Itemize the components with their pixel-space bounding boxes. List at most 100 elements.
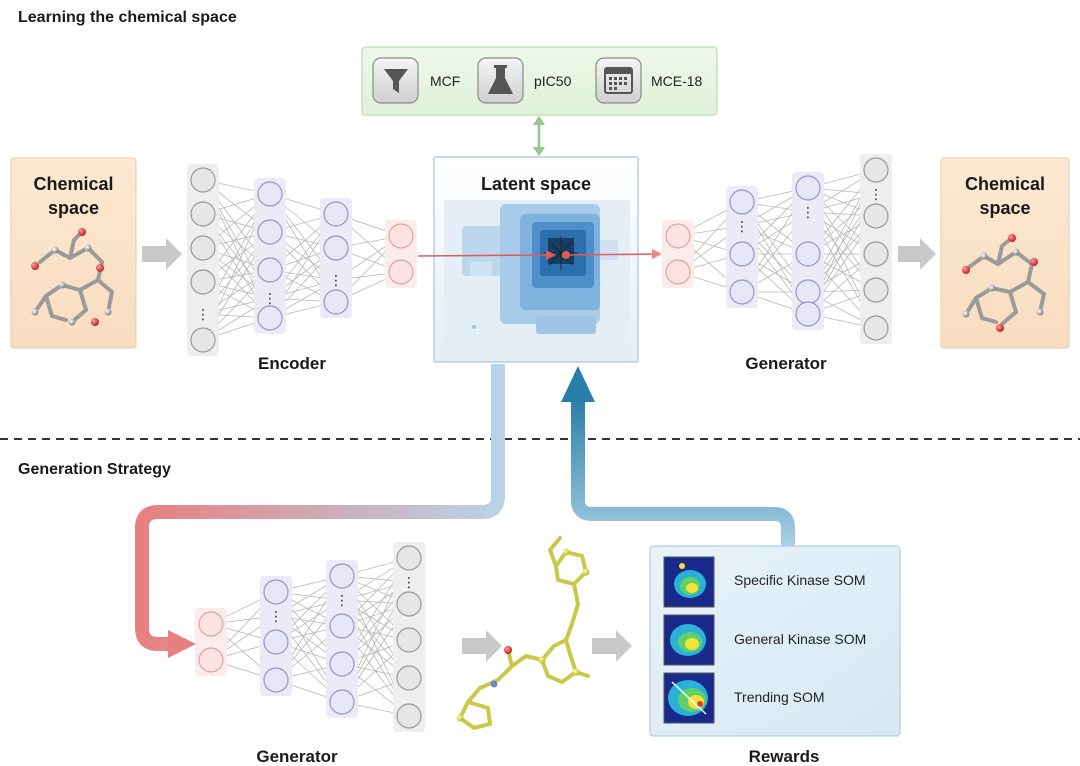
encoder-layer-bands bbox=[187, 164, 417, 356]
chemical-space-output-title-line2: space bbox=[979, 198, 1030, 218]
molecule-image bbox=[31, 228, 115, 326]
funnel-icon bbox=[384, 69, 408, 93]
chemical-space-output: Chemical space bbox=[940, 157, 1070, 349]
property-box: MCF pIC50 MCE-18 bbox=[361, 46, 718, 116]
generation-loop-pipes bbox=[135, 364, 795, 658]
property-item-mcf: MCF bbox=[372, 57, 460, 104]
generator-bottom-label: Generator bbox=[256, 747, 338, 766]
reward-label-specific-kinase: Specific Kinase SOM bbox=[734, 572, 866, 588]
encoder-node bbox=[190, 235, 216, 261]
som-map-trending bbox=[663, 672, 715, 724]
generator-bottom-node bbox=[396, 591, 422, 617]
property-label-mcf: MCF bbox=[430, 73, 460, 89]
generator-bottom-node bbox=[329, 563, 355, 589]
reward-item-specific-kinase: Specific Kinase SOM bbox=[663, 556, 866, 608]
generator-bottom-node bbox=[329, 689, 355, 715]
encoding-vector-arrow bbox=[417, 254, 549, 257]
chemical-space-output-title-line1: Chemical bbox=[965, 174, 1045, 194]
rewards-label: Rewards bbox=[749, 747, 820, 766]
generator-top-node bbox=[729, 241, 755, 267]
property-label-mce18: MCE-18 bbox=[651, 73, 703, 89]
encoder-node bbox=[323, 289, 349, 315]
encoder-node bbox=[257, 305, 283, 331]
encoder-node bbox=[190, 167, 216, 193]
encoder-node bbox=[190, 201, 216, 227]
generator-bottom-node bbox=[263, 667, 289, 693]
encoder-node bbox=[257, 219, 283, 245]
generated-molecule-image bbox=[456, 536, 590, 731]
som-map-general bbox=[663, 614, 715, 666]
generator-top-node bbox=[795, 241, 821, 267]
encoder-node bbox=[388, 223, 414, 249]
generator-bottom-node bbox=[396, 665, 422, 691]
property-item-mce18: MCE-18 bbox=[595, 57, 703, 104]
pipe-latent-to-generator bbox=[135, 364, 505, 651]
som-map-specific bbox=[663, 556, 715, 608]
generator-top-node bbox=[863, 241, 889, 267]
property-latent-link bbox=[533, 116, 545, 156]
generator-bottom-node bbox=[396, 627, 422, 653]
encoder-node bbox=[257, 257, 283, 283]
latent-density-map bbox=[444, 200, 630, 352]
generator-bottom-ellipsis: ⋮ bbox=[269, 609, 283, 625]
generator-bottom-node bbox=[198, 611, 224, 637]
reward-item-trending: Trending SOM bbox=[663, 672, 825, 724]
generator-bottom-ellipsis: ⋮ bbox=[335, 593, 349, 609]
pipe-arrowhead-latent bbox=[561, 366, 595, 402]
generator-top-node bbox=[665, 223, 691, 249]
property-item-pic50: pIC50 bbox=[477, 57, 572, 104]
generator-top-node bbox=[795, 175, 821, 201]
generator-top-node bbox=[863, 157, 889, 183]
generator-bottom-node bbox=[263, 579, 289, 605]
arrow-input-to-encoder bbox=[142, 238, 182, 270]
rewards-box: Specific Kinase SOM General Kinase SOM T… bbox=[649, 545, 901, 737]
section-title-learning: Learning the chemical space bbox=[18, 9, 237, 26]
encoder-ellipsis: ⋮ bbox=[263, 291, 277, 307]
encoder-node bbox=[388, 259, 414, 285]
generator-bottom-layer-bands bbox=[195, 542, 425, 732]
generator-bottom-node bbox=[329, 651, 355, 677]
generator-bottom-node bbox=[396, 703, 422, 729]
chemical-space-title-line2: space bbox=[48, 198, 99, 218]
arrow-generator-to-output bbox=[898, 238, 936, 270]
arrow-generator-to-molecule bbox=[462, 630, 502, 662]
encoder-edges bbox=[202, 179, 402, 341]
generator-bottom-node bbox=[198, 647, 224, 673]
generator-bottom-node bbox=[396, 545, 422, 571]
generator-top-edges bbox=[677, 169, 877, 329]
decoding-vector-arrow bbox=[565, 253, 655, 256]
encoder-node bbox=[323, 201, 349, 227]
encoder-node bbox=[190, 327, 216, 353]
generator-top-node bbox=[795, 279, 821, 305]
encoder-label: Encoder bbox=[258, 354, 326, 373]
generator-network-top: ⋮⋮⋮ bbox=[662, 154, 892, 344]
encoder-node bbox=[190, 269, 216, 295]
chemical-space-input: Chemical space bbox=[10, 157, 137, 349]
pipe-arrowhead-generator bbox=[168, 630, 196, 658]
generator-bottom-node bbox=[263, 629, 289, 655]
generator-network-bottom: ⋮ ⋮ ⋮ bbox=[195, 542, 425, 732]
encoder-ellipsis: ⋮ bbox=[329, 273, 343, 289]
reward-label-general-kinase: General Kinase SOM bbox=[734, 631, 866, 647]
generator-top-ellipsis: ⋮ bbox=[869, 187, 883, 203]
latent-space-title: Latent space bbox=[481, 174, 591, 194]
generator-bottom-ellipsis: ⋮ bbox=[402, 575, 416, 591]
reward-item-general-kinase: General Kinase SOM bbox=[663, 614, 866, 666]
encoder-layer-band bbox=[254, 178, 286, 334]
generator-top-node bbox=[665, 259, 691, 285]
flask-icon bbox=[488, 65, 513, 94]
generator-bottom-edges bbox=[210, 557, 410, 717]
pipe-rewards-to-latent bbox=[571, 400, 795, 546]
chemical-space-title-line1: Chemical bbox=[33, 174, 113, 194]
generator-bottom-nodes: ⋮ ⋮ ⋮ bbox=[198, 545, 422, 729]
section-title-generation: Generation Strategy bbox=[18, 461, 171, 478]
generator-bottom-layer-band bbox=[326, 560, 358, 718]
generator-top-ellipsis: ⋮ bbox=[801, 205, 815, 221]
reward-label-trending: Trending SOM bbox=[734, 689, 825, 705]
generator-top-nodes: ⋮⋮⋮ bbox=[665, 157, 889, 341]
generator-top-node bbox=[729, 279, 755, 305]
calendar-icon bbox=[604, 67, 633, 94]
generator-top-node bbox=[795, 301, 821, 327]
encoder-nodes: ⋮⋮⋮ bbox=[190, 167, 414, 353]
